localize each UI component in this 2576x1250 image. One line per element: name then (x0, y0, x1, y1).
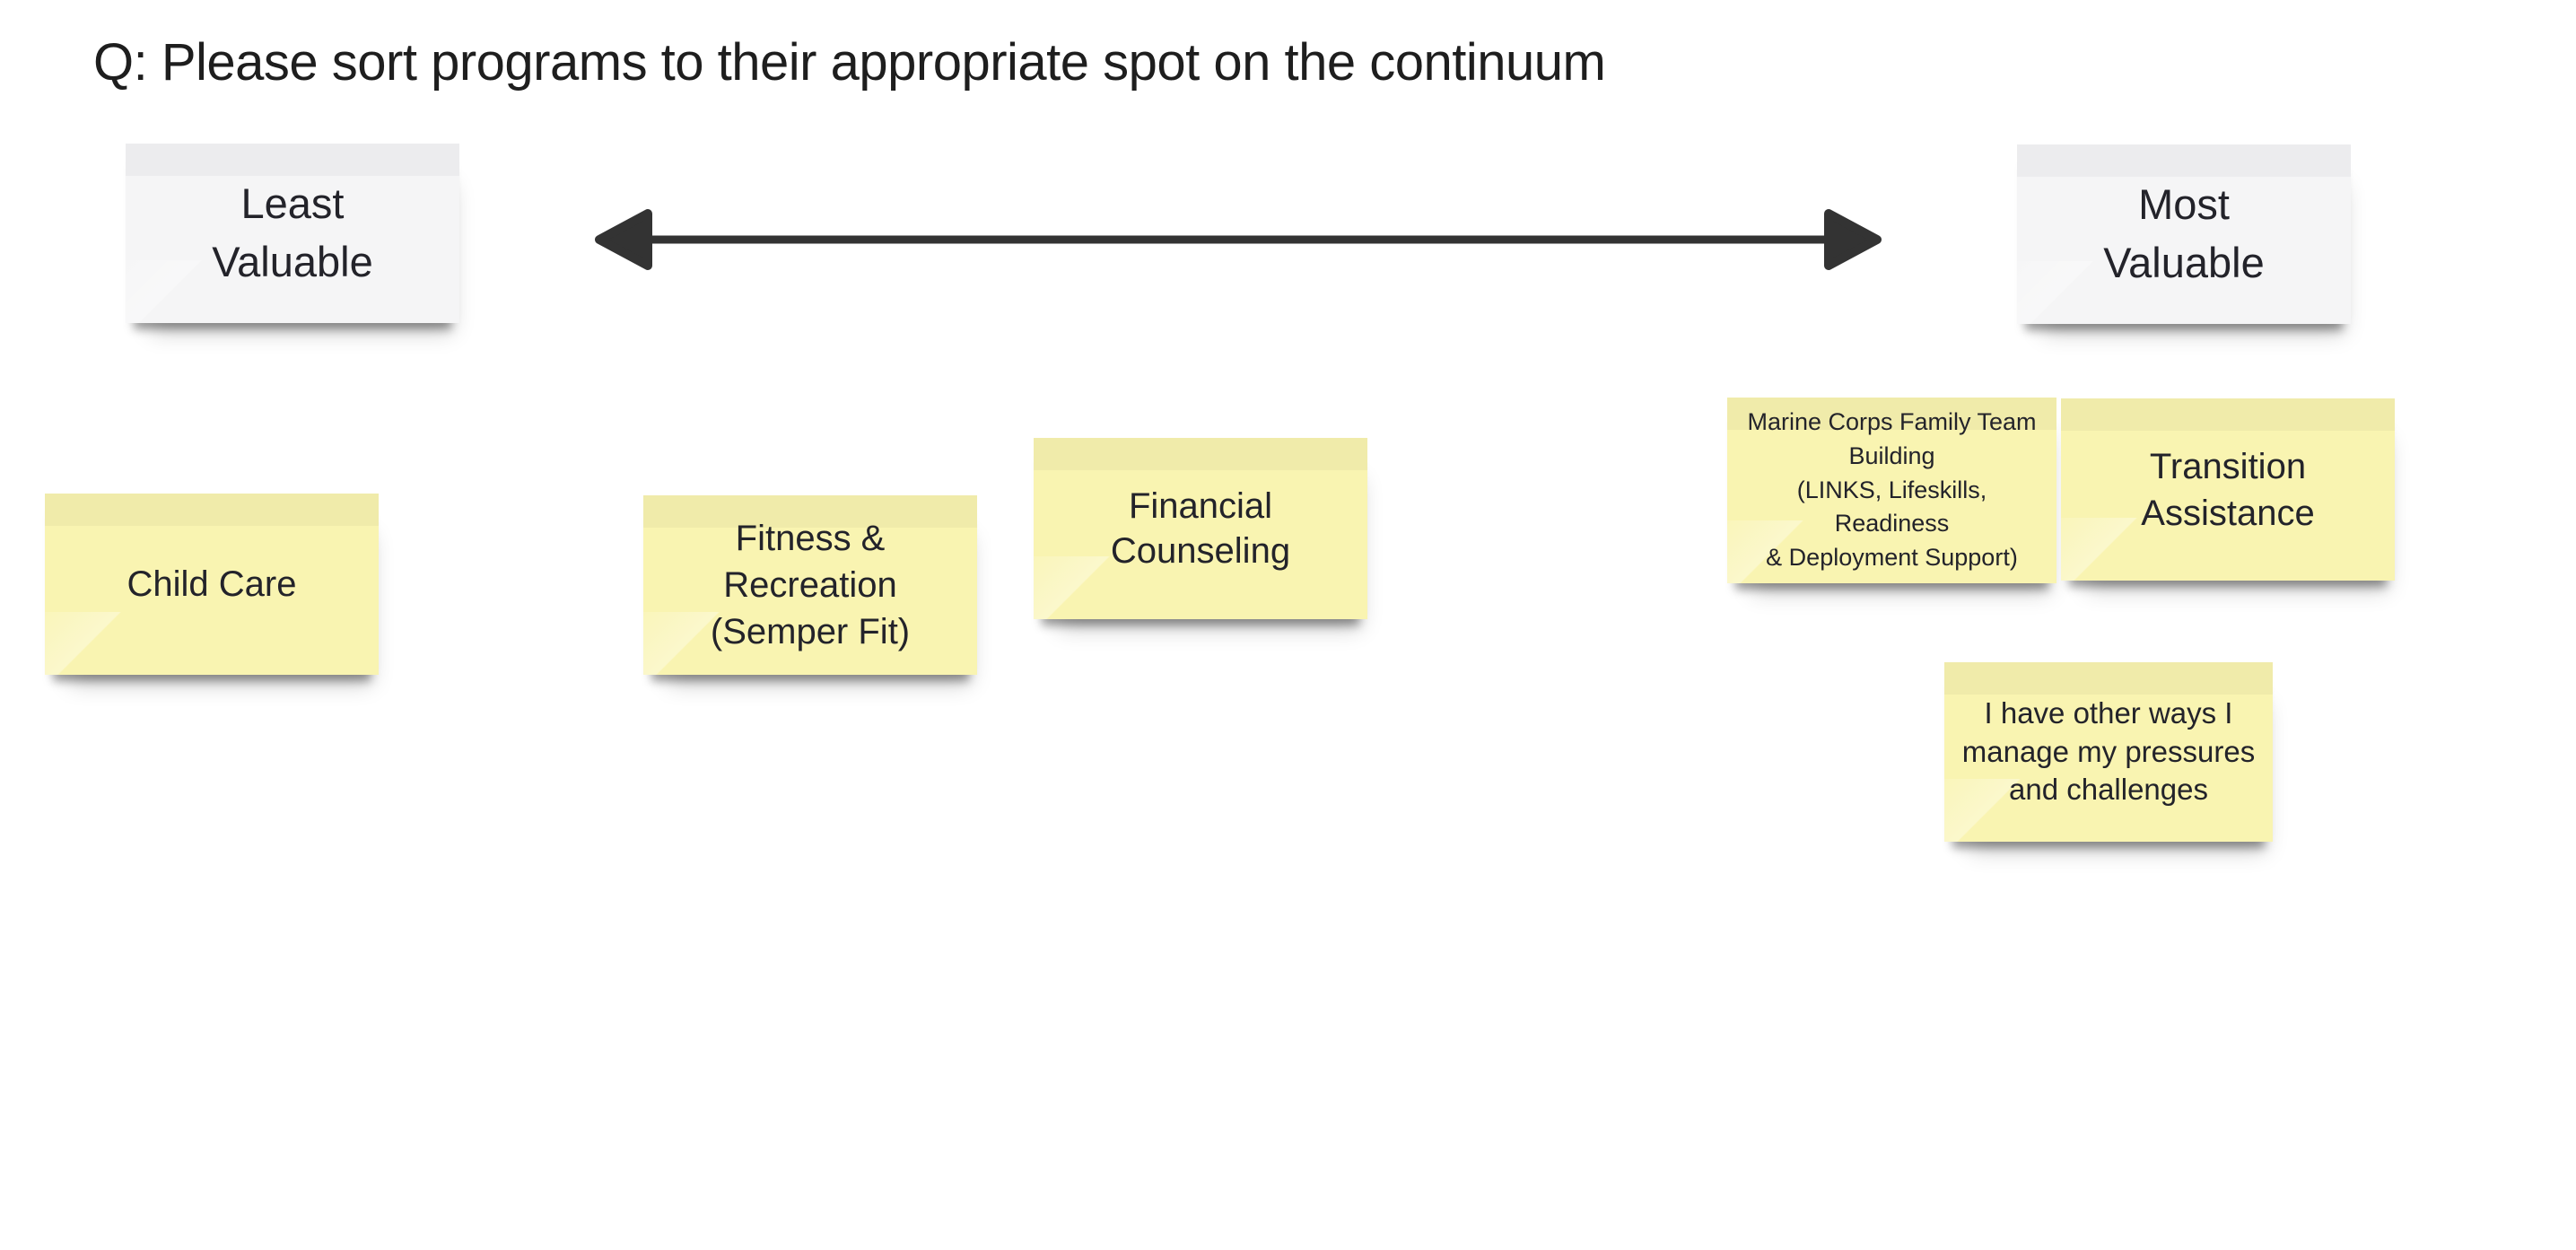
sticky-note-text: Child Care (127, 564, 297, 604)
sticky-note-text: Marine Corps Family Team Building (LINKS… (1747, 408, 2037, 572)
anchor-note-least-valuable[interactable]: Least Valuable (126, 144, 459, 323)
sticky-note-transition-assistance[interactable]: Transition Assistance (2061, 398, 2395, 581)
anchor-note-most-valuable[interactable]: Most Valuable (2017, 144, 2351, 324)
sticky-note-text: Transition Assistance (2141, 446, 2315, 533)
sticky-note-text: Fitness & Recreation (Semper Fit) (710, 519, 911, 651)
arrow-head-right (1824, 209, 1882, 270)
anchor-note-label: Most Valuable (2103, 180, 2265, 286)
arrow-head-left (595, 209, 652, 270)
sticky-note-financial-counseling[interactable]: Financial Counseling (1034, 438, 1367, 619)
page-title: Q: Please sort programs to their appropr… (93, 33, 1606, 92)
sticky-note-fitness-recreation[interactable]: Fitness & Recreation (Semper Fit) (643, 495, 977, 675)
anchor-note-label: Least Valuable (212, 179, 373, 285)
continuum-arrow[interactable] (581, 199, 1900, 280)
sticky-note-text: Financial Counseling (1110, 486, 1291, 571)
sticky-note-marine-corps-family-team-building[interactable]: Marine Corps Family Team Building (LINKS… (1727, 398, 2056, 583)
sticky-note-other-ways[interactable]: I have other ways I manage my pressures … (1944, 662, 2273, 842)
sticky-note-child-care[interactable]: Child Care (45, 494, 379, 675)
sticky-note-text: I have other ways I manage my pressures … (1961, 695, 2256, 807)
